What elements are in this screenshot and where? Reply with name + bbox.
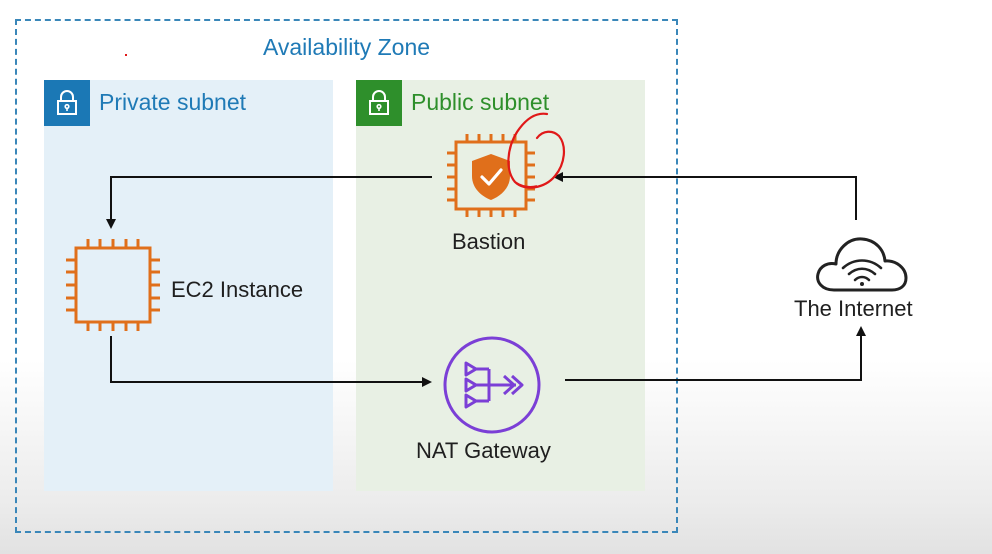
arrow-bastion-to-ec2: [106, 176, 432, 229]
arrow-ec2-to-nat: [110, 336, 432, 387]
internet-label: The Internet: [794, 296, 913, 321]
red-annotation-circle: [507, 112, 565, 189]
shield-check-icon: [472, 154, 510, 200]
nat-gateway-icon: [443, 336, 541, 434]
public-subnet: Public subnet: [356, 80, 645, 491]
private-subnet-label: Private subnet: [99, 89, 247, 115]
public-subnet-label: Public subnet: [411, 89, 550, 115]
cloud-wifi-icon: [816, 237, 908, 292]
ec2-label: EC2 Instance: [171, 277, 304, 302]
arrow-nat-to-internet: [565, 326, 866, 381]
bastion-label: Bastion: [452, 229, 526, 254]
nat-gateway-label: NAT Gateway: [416, 438, 551, 463]
bastion-chip-icon: [447, 134, 535, 217]
availability-zone-boundary: [15, 19, 678, 533]
availability-zone-title: Availability Zone: [262, 34, 431, 60]
lock-icon: [44, 80, 90, 126]
lock-icon: [356, 80, 402, 126]
arrow-internet-to-bastion: [553, 172, 857, 220]
ec2-chip-icon: [66, 239, 160, 331]
private-subnet: Private subnet: [44, 80, 333, 491]
stray-red-mark: [125, 54, 127, 56]
